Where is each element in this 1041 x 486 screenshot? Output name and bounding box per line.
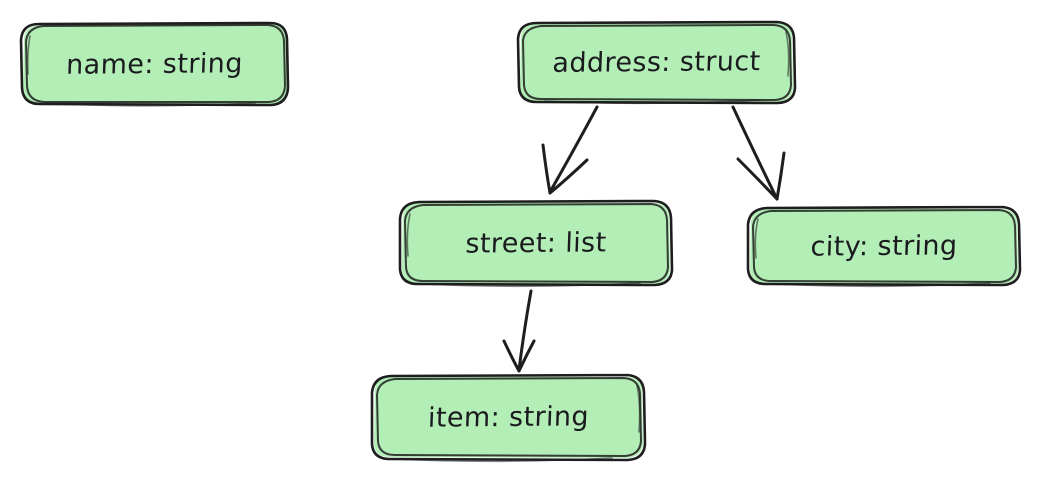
node-city-outline-b: [752, 209, 1017, 283]
edge-address-to-city-arrowhead: [736, 151, 786, 201]
node-label-city: city: string: [809, 229, 959, 263]
node-label-address: address: struct: [551, 46, 762, 79]
edge-address-to-street[interactable]: [541, 105, 599, 195]
node-name-fill: [23, 24, 287, 104]
node-address-shape[interactable]: [516, 20, 797, 105]
node-street-fill: [402, 202, 670, 284]
node-street-outline-a: [398, 199, 674, 287]
edge-address-to-street-arrowhead: [541, 143, 589, 195]
node-city-shape[interactable]: [746, 205, 1022, 288]
edge-street-to-item[interactable]: [502, 289, 536, 373]
edge-address-to-city[interactable]: [731, 105, 786, 201]
node-name-outline-a: [19, 21, 290, 107]
node-address-outline-b: [522, 24, 792, 101]
edge-address-to-city-line: [731, 105, 779, 201]
edge-street-to-item-line: [517, 289, 533, 372]
node-address-fill: [520, 23, 793, 102]
node-name-outline-accent: [26, 35, 256, 107]
node-label-name: name: string: [65, 47, 244, 81]
node-street-outline-accent: [406, 213, 641, 288]
edge-address-to-street-line: [548, 105, 599, 194]
node-item-outline-accent: [394, 385, 641, 463]
node-label-item: item: string: [427, 401, 590, 434]
node-item-shape[interactable]: [370, 373, 647, 463]
node-name-outline-b: [25, 24, 286, 103]
node-street-outline-b: [404, 203, 669, 283]
node-address-outline-accent: [544, 31, 790, 105]
node-street-shape[interactable]: [398, 199, 674, 288]
node-city-outline-a: [746, 205, 1022, 287]
node-item-outline-a: [370, 373, 647, 462]
node-name-shape[interactable]: [19, 21, 290, 107]
node-item-fill: [374, 376, 643, 458]
node-item-outline-b: [376, 377, 642, 457]
edge-street-to-item-arrowhead: [502, 339, 536, 373]
node-city-outline-accent: [754, 218, 991, 288]
node-label-street: street: list: [464, 226, 608, 260]
node-city-fill: [750, 208, 1018, 284]
